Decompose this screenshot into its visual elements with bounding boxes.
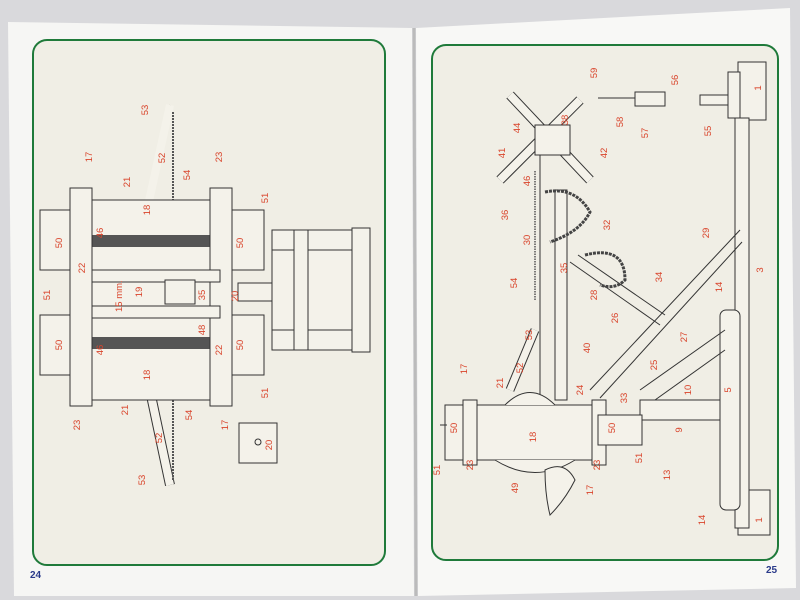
part-number-label: 50 xyxy=(54,238,65,249)
part-number-label: 51 xyxy=(432,465,443,476)
part-number-label: 10 xyxy=(683,385,694,396)
part-number-label: 21 xyxy=(495,378,506,389)
part-number-label: 21 xyxy=(120,405,131,416)
part-number-label: 34 xyxy=(654,272,665,283)
part-number-label: 55 xyxy=(703,126,714,137)
part-number-label: 50 xyxy=(235,238,246,249)
part-number-label: 9 xyxy=(674,427,685,432)
part-number-label: 28 xyxy=(589,290,600,301)
part-number-label: 53 xyxy=(140,105,151,116)
part-number-label: 17 xyxy=(585,485,596,496)
part-number-label: 59 xyxy=(589,68,600,79)
part-number-label: 14 xyxy=(697,515,708,526)
part-number-label: 51 xyxy=(260,388,271,399)
part-number-label: 46 xyxy=(95,228,106,239)
part-number-label: 46 xyxy=(522,176,533,187)
part-number-label: 44 xyxy=(512,123,523,134)
part-number-label: 50 xyxy=(449,423,460,434)
part-number-label: 51 xyxy=(42,290,53,301)
part-number-label: 51 xyxy=(260,193,271,204)
right-page-number: 25 xyxy=(766,565,778,576)
spine xyxy=(412,27,418,597)
part-number-label: 18 xyxy=(528,432,539,443)
part-number-label: 46 xyxy=(95,345,106,356)
part-number-label: 35 xyxy=(559,263,570,274)
part-number-label: 48 xyxy=(197,325,208,336)
part-number-label: 19 xyxy=(134,287,145,298)
part-number-label: 49 xyxy=(510,483,521,494)
part-number-label: 33 xyxy=(619,393,630,404)
left-page-number: 24 xyxy=(30,570,42,581)
part-number-label: 22 xyxy=(214,345,225,356)
part-number-label: 40 xyxy=(582,343,593,354)
part-number-label: 1 xyxy=(753,85,764,90)
part-number-label: 29 xyxy=(701,228,712,239)
part-number-label: 32 xyxy=(602,220,613,231)
part-number-label: 20 xyxy=(230,291,241,302)
part-number-label: 58 xyxy=(615,117,626,128)
part-number-label: 52 xyxy=(157,153,168,164)
part-number-label: 23 xyxy=(465,460,476,471)
part-number-label: 5 xyxy=(723,387,734,392)
part-number-label: 54 xyxy=(184,410,195,421)
part-number-label: 24 xyxy=(575,385,586,396)
part-number-label: 38 xyxy=(560,115,571,126)
part-number-label: 23 xyxy=(592,460,603,471)
part-number-label: 50 xyxy=(54,340,65,351)
part-number-label: 52 xyxy=(515,363,526,374)
part-number-label: 53 xyxy=(137,475,148,486)
part-number-label: 17 xyxy=(459,364,470,375)
right-diagram-drawing xyxy=(440,61,771,536)
part-number-label: 22 xyxy=(77,263,88,274)
part-number-label: 23 xyxy=(214,152,225,163)
part-number-label: 18 xyxy=(142,370,153,381)
part-number-label: 13 xyxy=(662,470,673,481)
part-number-label: 17 xyxy=(220,420,231,431)
part-number-label: 36 xyxy=(500,210,511,221)
part-number-label: 53 xyxy=(524,330,535,341)
part-number-label: 23 xyxy=(72,420,83,431)
part-number-label: 3 xyxy=(755,267,766,272)
part-number-label: 20 xyxy=(264,440,275,451)
part-number-label: 25 xyxy=(649,360,660,371)
part-number-label: 51 xyxy=(634,453,645,464)
part-number-label: 54 xyxy=(509,278,520,289)
left-diagram-drawing xyxy=(39,104,371,487)
part-number-label: 27 xyxy=(679,332,690,343)
part-number-label: 1 xyxy=(754,517,765,522)
part-number-label: 26 xyxy=(610,313,621,324)
part-number-label: 18 xyxy=(142,205,153,216)
part-number-label: 21 xyxy=(122,177,133,188)
part-number-label: 41 xyxy=(497,148,508,159)
part-number-label: 57 xyxy=(640,128,651,139)
part-number-label: 56 xyxy=(670,75,681,86)
part-number-label: 35 xyxy=(197,290,208,301)
left-labels: 53 52 54 17 21 18 23 51 46 50 50 22 51 19 35 20 48 50 50 46… xyxy=(42,105,275,486)
dimension-note: 15 mm. xyxy=(114,280,125,312)
part-number-label: 54 xyxy=(182,170,193,181)
part-number-label: 30 xyxy=(522,235,533,246)
part-number-label: 14 xyxy=(714,282,725,293)
part-number-label: 17 xyxy=(84,152,95,163)
part-number-label: 52 xyxy=(154,433,165,444)
part-number-label: 50 xyxy=(235,340,246,351)
part-number-label: 42 xyxy=(599,148,610,159)
part-number-label: 50 xyxy=(607,423,618,434)
